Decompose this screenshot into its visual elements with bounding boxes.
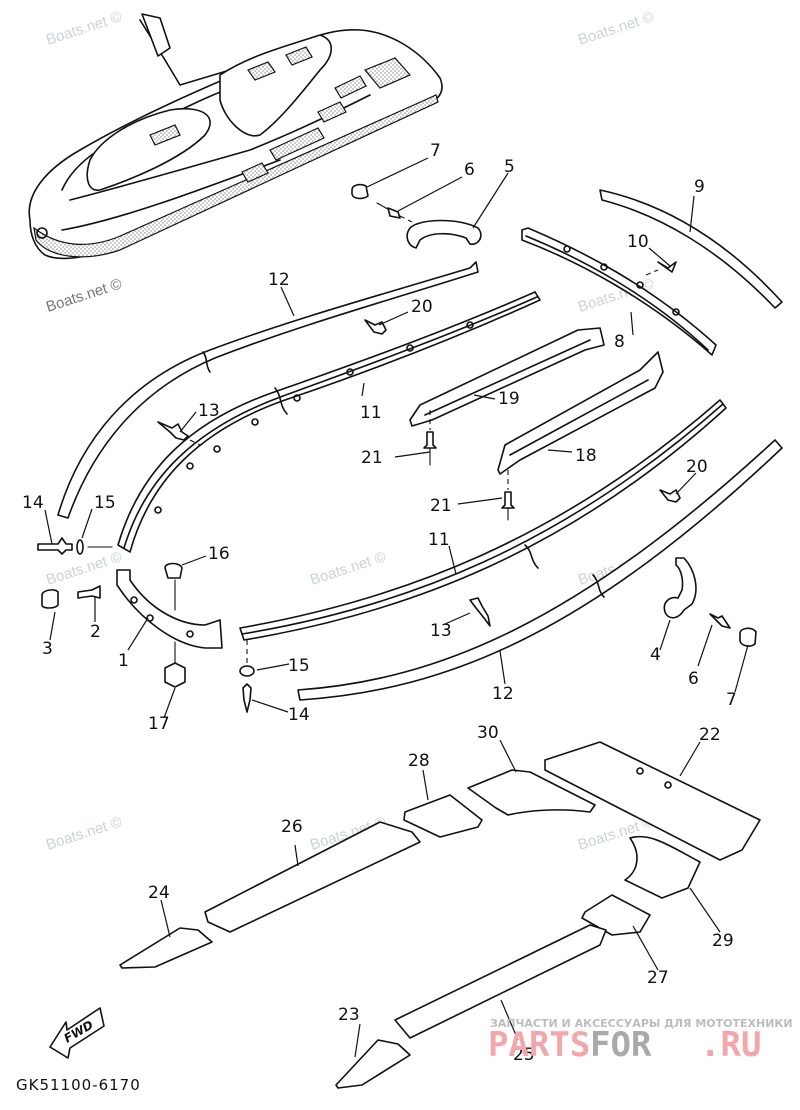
callout-23: 23	[338, 1005, 360, 1025]
callout-21: 21	[430, 496, 452, 516]
part-13-upper-fastener	[157, 421, 189, 441]
callout-24: 24	[148, 883, 170, 903]
mat-26	[204, 821, 421, 933]
callout-30: 30	[477, 723, 499, 743]
callout-4: 4	[650, 645, 661, 665]
mat-27	[581, 894, 651, 936]
callout-6: 6	[688, 669, 699, 689]
callout-16: 16	[208, 544, 230, 564]
part-20-fastener-lower	[659, 489, 681, 503]
mat-30	[467, 769, 596, 816]
mat-22	[544, 741, 761, 861]
part-12-upper-strip	[57, 261, 479, 519]
callout-11: 11	[360, 403, 382, 423]
callout-labels: 7 6 5 9 10 12 20 8 11 19 13 21 18 20 21 …	[22, 141, 737, 1065]
part-8-rail	[521, 227, 717, 356]
part-13-upper-leader	[189, 439, 201, 446]
callout-21: 21	[361, 448, 383, 468]
callout-28: 28	[408, 751, 430, 771]
part-19-trim	[409, 327, 605, 466]
part-14-15-upper	[37, 537, 113, 555]
ad-brand-ru: .RU	[700, 1025, 761, 1065]
part-11-upper-rail	[117, 291, 541, 553]
mat-29	[624, 835, 701, 899]
ad-brand-parts: PARTS	[488, 1025, 590, 1065]
callout-14: 14	[22, 493, 44, 513]
callout-7: 7	[430, 141, 441, 161]
part-11-lower-rail	[239, 399, 727, 641]
part-12-lower-strip	[297, 439, 783, 701]
part-1-bracket	[116, 562, 223, 688]
watermark: Boats.net ©	[44, 813, 124, 853]
part-9-strip	[599, 189, 783, 309]
part-18-trim	[497, 351, 664, 521]
leader-lines	[44, 157, 749, 1058]
ad-tagline: ЗАПЧАСТИ И АКСЕССУАРЫ ДЛЯ МОТОТЕХНИКИ	[490, 1017, 793, 1030]
part-13-lower-fastener	[469, 597, 491, 627]
forward-arrow-icon: FWD	[49, 1007, 105, 1059]
callout-10: 10	[627, 232, 649, 252]
callout-6: 6	[464, 160, 475, 180]
watermark: Boats.net ©	[44, 275, 124, 315]
ad-brand-for: FOR	[590, 1025, 652, 1065]
callout-15: 15	[94, 493, 116, 513]
watermark: Boats.net ©	[44, 8, 124, 48]
callout-17: 17	[148, 714, 170, 734]
ad-banner[interactable]: ЗАПЧАСТИ И АКСЕССУАРЫ ДЛЯ МОТОТЕХНИКИ PA…	[488, 1017, 793, 1065]
part-5-6-7-group	[351, 183, 482, 249]
callout-18: 18	[575, 446, 597, 466]
callout-25: 25	[513, 1045, 535, 1065]
callout-13: 13	[430, 621, 452, 641]
callout-26: 26	[281, 817, 303, 837]
callout-29: 29	[712, 931, 734, 951]
part-2-3	[41, 585, 101, 609]
mat-24	[119, 927, 213, 969]
callout-7: 7	[726, 690, 737, 710]
part-20-fastener-upper	[364, 319, 387, 335]
callout-8: 8	[614, 332, 625, 352]
watermark: Boats.net ©	[44, 548, 124, 588]
callout-12: 12	[492, 684, 514, 704]
mat-28	[403, 794, 483, 838]
callout-15: 15	[288, 656, 310, 676]
callout-20: 20	[686, 457, 708, 477]
mat-23	[335, 1039, 411, 1089]
callout-12: 12	[268, 270, 290, 290]
mat-25	[394, 924, 607, 1039]
callout-5: 5	[504, 157, 515, 177]
part-4-6-7-lower	[663, 557, 757, 647]
callout-14: 14	[288, 705, 310, 725]
deck-mats	[119, 741, 761, 1089]
callout-20: 20	[411, 297, 433, 317]
watermark: Boats.net ©	[308, 548, 388, 588]
callout-13: 13	[198, 401, 220, 421]
diagram-code: GK51100-6170	[16, 1076, 141, 1094]
callout-2: 2	[90, 622, 101, 642]
callout-3: 3	[42, 639, 53, 659]
watermark: Boats.net ©	[576, 8, 656, 48]
callout-22: 22	[699, 725, 721, 745]
watercraft-illustration	[28, 13, 443, 260]
callout-1: 1	[118, 651, 129, 671]
callout-19: 19	[498, 389, 520, 409]
part-14-15-lower	[239, 640, 255, 713]
callout-9: 9	[694, 177, 705, 197]
callout-27: 27	[647, 968, 669, 988]
callout-11: 11	[428, 530, 450, 550]
